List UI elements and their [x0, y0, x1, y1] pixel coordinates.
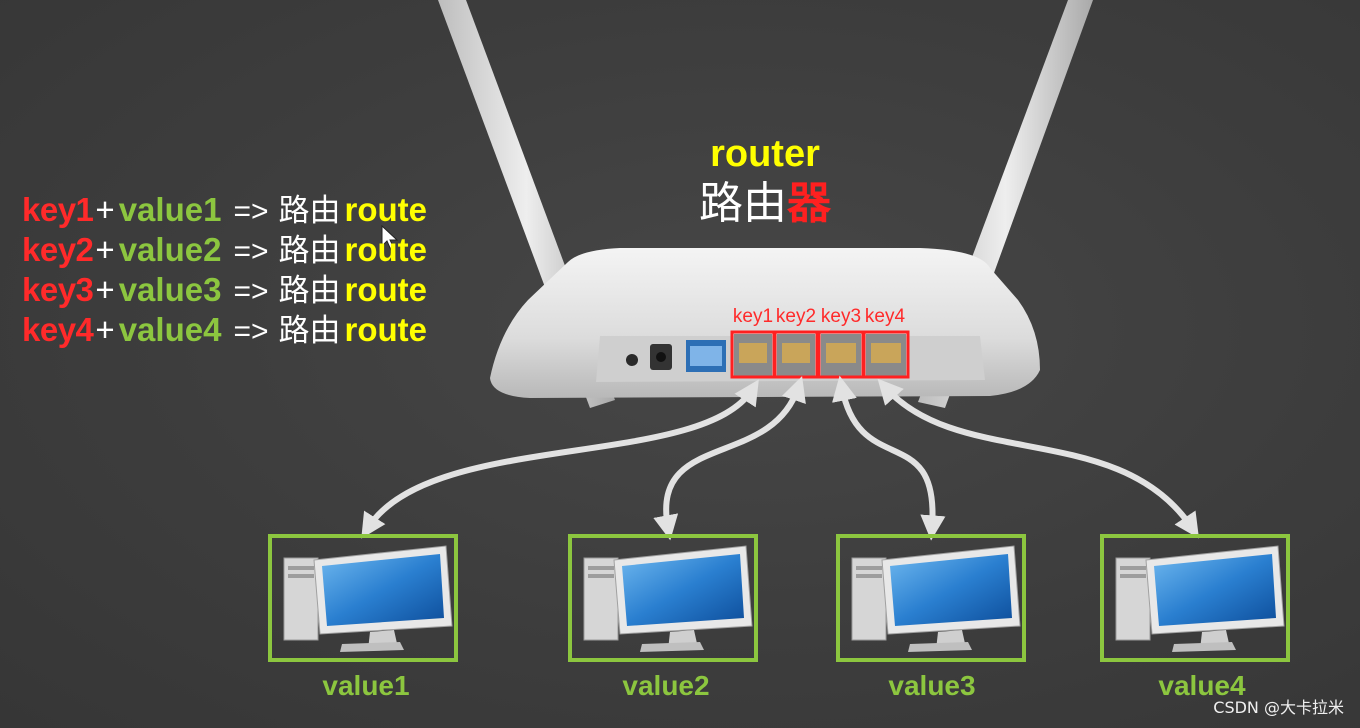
plus-sign: +	[95, 311, 115, 348]
mapping-cn-label: 路由	[278, 273, 341, 309]
watermark: CSDN @大卡拉米	[1213, 698, 1344, 717]
mapping-value: value2	[118, 231, 222, 268]
mapping-arrow: =>	[233, 275, 269, 308]
mapping-cn-label: 路由	[278, 313, 341, 349]
desktop-computer-icon	[851, 545, 1021, 652]
mapping-key: key1	[22, 191, 94, 228]
mapping-route: route	[344, 271, 428, 308]
mapping-route: route	[344, 231, 428, 268]
router-title-cn-highlight: 器	[787, 178, 831, 229]
mapping-arrow: =>	[233, 195, 269, 228]
computer-box-value1	[268, 534, 458, 662]
port-label-key4: key4	[864, 306, 906, 327]
mapping-key: key2	[22, 231, 94, 268]
bidirectional-arrow-icon	[877, 378, 1200, 539]
plus-sign: +	[95, 271, 115, 308]
mapping-value: value1	[118, 191, 222, 228]
port-label-key2: key2	[775, 306, 817, 327]
plus-sign: +	[95, 191, 115, 228]
computer-label-value3: value3	[888, 670, 976, 701]
ethernet-port-icon	[734, 334, 772, 376]
port-label-key3: key3	[820, 306, 862, 327]
mapping-arrow: =>	[233, 235, 269, 268]
mapping-value: value3	[118, 271, 222, 308]
port-label-key1: key1	[732, 306, 774, 327]
mapping-key: key4	[22, 311, 94, 348]
bidirectional-arrow-icon	[653, 376, 806, 541]
mapping-cn-label: 路由	[278, 233, 341, 269]
router-title-en: router	[710, 133, 820, 175]
mapping-value: value4	[118, 311, 222, 348]
computer-label-value1: value1	[322, 670, 410, 701]
mapping-cn-label: 路由	[278, 193, 341, 229]
router-title-cn-part: 路由	[699, 178, 787, 229]
router-title-cn: 路由器	[640, 178, 890, 230]
bidirectional-arrow-icon	[832, 375, 946, 541]
computer-box-value2	[568, 534, 758, 662]
desktop-computer-icon	[283, 545, 453, 652]
mouse-cursor-icon	[381, 224, 399, 251]
desktop-computer-icon	[583, 545, 753, 652]
computer-label-value4: value4	[1158, 670, 1246, 701]
ethernet-port-icon	[866, 334, 906, 376]
mapping-arrow: =>	[233, 315, 269, 348]
router-device-icon	[490, 248, 1040, 398]
computer-box-value3	[836, 534, 1026, 662]
plus-sign: +	[95, 231, 115, 268]
mapping-key: key3	[22, 271, 94, 308]
ethernet-port-icon	[821, 334, 861, 376]
mapping-route: route	[344, 311, 428, 348]
computer-label-value2: value2	[622, 670, 710, 701]
ethernet-port-icon	[777, 334, 815, 376]
mapping-route: route	[344, 191, 428, 228]
computer-box-value4	[1100, 534, 1290, 662]
desktop-computer-icon	[1115, 545, 1285, 652]
